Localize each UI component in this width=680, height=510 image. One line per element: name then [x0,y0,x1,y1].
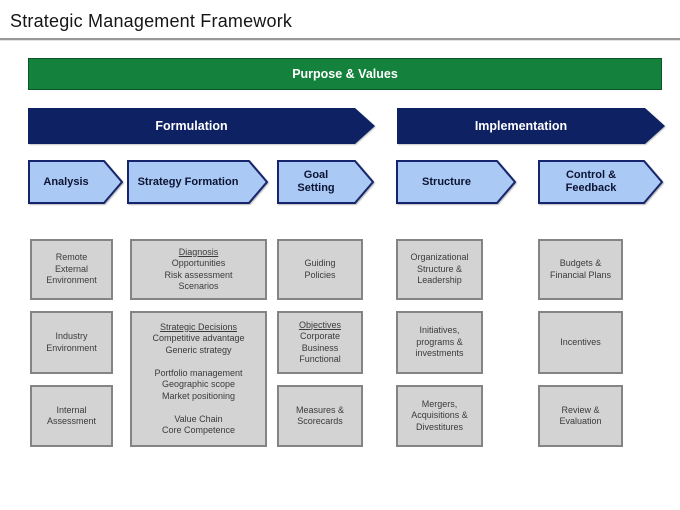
box-line: Evaluation [559,416,602,426]
box-line: Opportunities [171,258,226,268]
step-arrow-structure: Structure [396,160,516,204]
box-line: Corporate [299,331,341,341]
box-line: External [54,263,89,274]
box-line: Environment [46,342,97,353]
box-measures-scorecards: Measures &Scorecards [277,385,363,447]
box-line: Financial Plans [549,269,612,280]
box-line: programs & [416,336,463,347]
box-line: Functional [299,354,341,364]
box-line: Generic strategy [165,344,232,355]
phase-label-implementation: Implementation [474,119,568,133]
phase-arrow-formulation: Formulation [28,108,375,144]
box-line: Structure & [416,263,463,274]
right-arrow-shape [28,160,123,204]
box-line: Core Competence [161,425,236,435]
box-line: Assessment [46,416,97,426]
box-line: Policies [304,269,336,280]
box-line: Value Chain [174,413,223,424]
box-line: Leadership [417,275,462,286]
purpose-values-banner: Purpose & Values [28,58,662,90]
box-line [197,356,200,368]
step-label-analysis: Analysis [43,175,89,188]
step-arrow-strategy-formation: Strategy Formation [127,160,268,204]
step-label-control-feedback: Control & Feedback [565,169,617,194]
box-line: Acquisitions & [411,410,468,421]
box-line: Portfolio management [154,367,243,378]
box-line: investments [415,348,464,359]
title-divider [0,38,680,41]
step-arrow-goal-setting: Goal Setting [277,160,374,204]
right-arrow-shape [396,160,516,204]
step-label-goal-setting: Goal Setting [297,169,335,194]
box-line: Mergers, [421,398,458,409]
box-line: Scorecards [297,416,343,426]
box-line: Market positioning [161,390,236,401]
box-line: Business [301,342,339,353]
purpose-values-label: Purpose & Values [292,67,398,81]
box-line: Diagnosis [178,246,219,257]
box-budgets-financial-plans: Budgets &Financial Plans [538,239,623,300]
box-line: Initiatives, [419,325,460,336]
phase-arrow-implementation: Implementation [397,108,665,144]
box-line: Incentives [560,336,601,347]
page-title: Strategic Management Framework [10,11,293,31]
step-label-structure: Structure [422,175,471,188]
box-line: Internal [56,404,87,415]
box-line: Budgets & [559,258,602,268]
box-line: Strategic Decisions [159,321,238,332]
box-initiatives-programs-investments: Initiatives,programs &investments [396,311,483,374]
box-line: Guiding [304,258,336,268]
box-line: Organizational [410,252,469,263]
box-line: Measures & [295,404,345,415]
right-arrow-shape [397,108,665,144]
box-line: Risk assessment [164,269,233,280]
box-line: Industry [55,331,88,341]
box-line [197,402,200,414]
box-line: Competitive advantage [152,333,245,343]
box-line: Divestitures [415,421,463,432]
box-line: Remote [55,252,88,263]
right-arrow-shape [127,160,268,204]
step-arrow-control-feedback: Control & Feedback [538,160,663,204]
right-arrow-shape [28,108,375,144]
box-line: Environment [46,275,97,286]
step-arrow-analysis: Analysis [28,160,123,204]
box-review-evaluation: Review &Evaluation [538,385,623,447]
box-line: Review & [561,404,600,415]
right-arrow-shape [277,160,374,204]
right-arrow-shape [538,160,663,204]
box-line: Geographic scope [161,379,236,389]
box-line: Scenarios [178,281,219,291]
box-mergers-acquisitions-divestitures: Mergers,Acquisitions &Divestitures [396,385,483,447]
step-label-strategy-formation: Strategy Formation [137,175,239,188]
box-line: Objectives [298,319,342,330]
box-incentives: Incentives [538,311,623,374]
phase-label-formulation: Formulation [155,119,228,133]
